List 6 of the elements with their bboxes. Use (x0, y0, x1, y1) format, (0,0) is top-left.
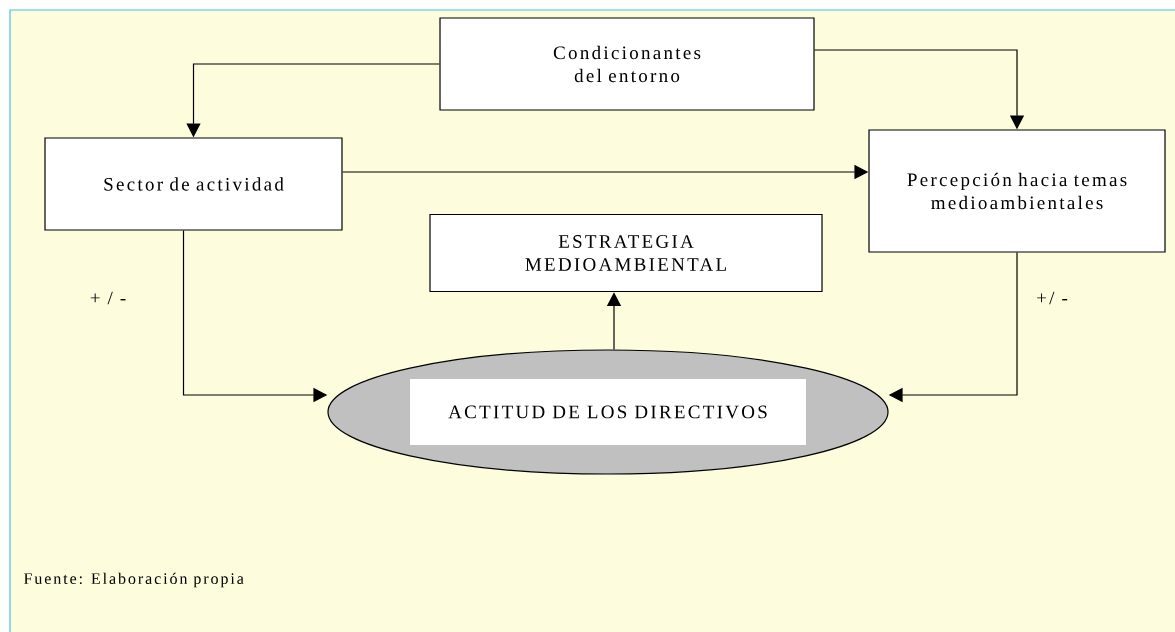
ellipse-node: ACTITUD DE LOS DIRECTIVOS (327, 349, 889, 475)
process-box: ESTRATEGIA MEDIOAMBIENTAL (429, 213, 823, 293)
process-box: Condicionantes del entorno (439, 17, 815, 111)
caption: Fuente: Elaboración propia (24, 572, 244, 588)
process-box: Sector de actividad (44, 137, 343, 231)
process-box: Percepción hacia temas medioambientales (868, 129, 1166, 253)
